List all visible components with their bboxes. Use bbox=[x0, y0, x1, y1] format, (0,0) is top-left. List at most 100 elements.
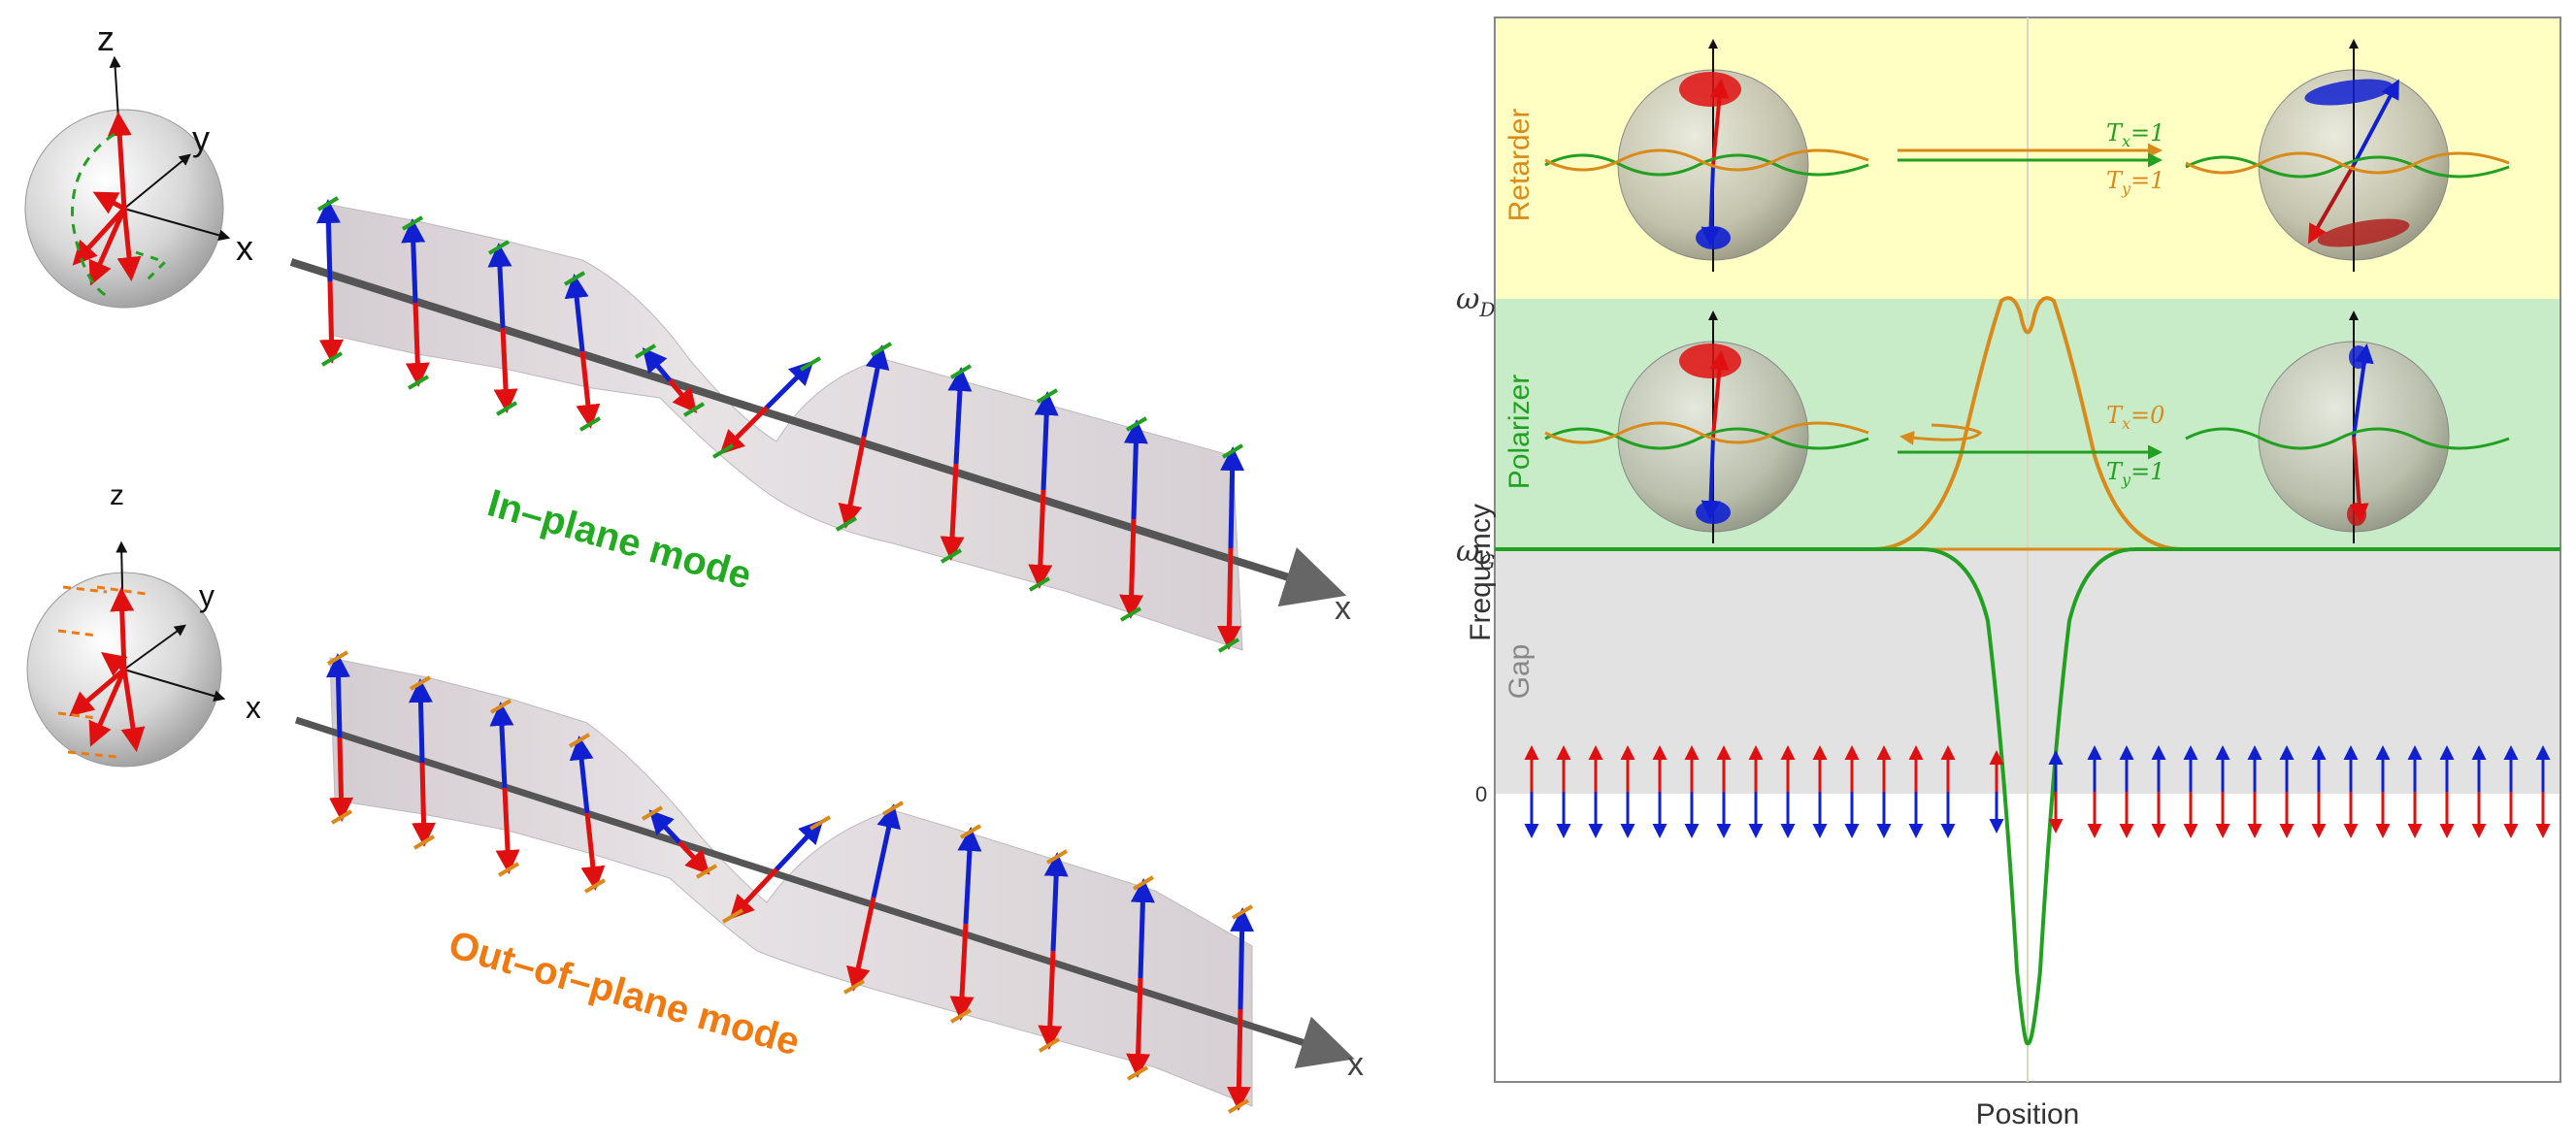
spin-arrow-red bbox=[329, 736, 354, 822]
edge-tick bbox=[563, 271, 586, 286]
edge-tick bbox=[489, 699, 512, 714]
edge-tick bbox=[1132, 875, 1155, 891]
in-plane-ribbon bbox=[289, 203, 1347, 651]
out-plane-y-label: y bbox=[199, 578, 215, 613]
spin-arrow-red bbox=[580, 812, 606, 891]
edge-tick bbox=[326, 650, 349, 666]
spin-arrow-red bbox=[1119, 518, 1144, 619]
out-of-plane-sphere bbox=[26, 540, 226, 768]
spin-arrow-blue bbox=[325, 653, 350, 738]
edge-tick bbox=[721, 908, 744, 924]
edge-tick bbox=[497, 862, 520, 877]
region-label-gap: Gap bbox=[1503, 644, 1536, 700]
spin-arrow-blue bbox=[947, 367, 973, 465]
in-plane-axis-x-label: x bbox=[1335, 590, 1351, 627]
edge-tick bbox=[1227, 1098, 1250, 1114]
polarizer-left-sphere bbox=[1544, 311, 1869, 543]
in-plane-mode-title: In–plane mode bbox=[483, 481, 756, 597]
orange-mode-curve bbox=[1495, 296, 2560, 551]
edge-tick bbox=[870, 342, 893, 357]
edge-tick bbox=[413, 834, 436, 850]
spin-arrow-blue bbox=[1220, 446, 1245, 549]
edge-tick bbox=[495, 401, 518, 416]
edge-tick bbox=[578, 416, 602, 432]
x-axis-label: Position bbox=[1976, 1098, 2080, 1130]
in-plane-z-label: z bbox=[97, 18, 115, 58]
in-plane-spin-arrows bbox=[316, 196, 1245, 653]
edge-tick bbox=[583, 878, 607, 894]
spin-arrow-blue bbox=[1130, 878, 1155, 979]
out-plane-x-label: x bbox=[246, 690, 261, 725]
edge-tick bbox=[1036, 388, 1059, 404]
edge-tick bbox=[682, 402, 706, 417]
edge-tick bbox=[568, 733, 591, 748]
edge-tick bbox=[1119, 606, 1142, 622]
edge-tick bbox=[330, 809, 353, 825]
spin-arrow-red bbox=[677, 840, 710, 875]
edge-tick bbox=[407, 375, 430, 390]
spin-arrow-blue bbox=[957, 827, 982, 925]
edge-tick bbox=[1038, 1037, 1061, 1053]
spin-arrow-red bbox=[495, 787, 520, 874]
spin-arrow-red bbox=[493, 327, 518, 413]
spin-arrow-red bbox=[1028, 489, 1053, 589]
spin-arrow-blue bbox=[648, 809, 681, 844]
spin-arrow-blue bbox=[871, 803, 901, 899]
tick-omega-d: ωD bbox=[1456, 282, 1496, 321]
spin-arrow-blue bbox=[316, 199, 341, 282]
edge-tick bbox=[1125, 416, 1148, 432]
spin-arrow-blue bbox=[1043, 852, 1069, 952]
region-label-polarizer: Polarizer bbox=[1503, 375, 1536, 489]
spin-arrow-blue bbox=[642, 347, 672, 382]
edge-tick bbox=[940, 548, 963, 564]
out-plane-z-label: z bbox=[110, 479, 124, 511]
spin-arrow-red bbox=[949, 923, 974, 1021]
spin-arrow-blue bbox=[487, 243, 512, 329]
spin-arrow-red bbox=[576, 350, 601, 429]
edge-tick bbox=[1217, 638, 1240, 653]
tick-zero: 0 bbox=[1475, 782, 1487, 806]
edge-tick bbox=[949, 1008, 973, 1024]
spin-arrow-blue bbox=[1034, 391, 1059, 491]
spin-arrow-red bbox=[838, 436, 867, 529]
edge-tick bbox=[799, 356, 822, 372]
edge-tick bbox=[881, 801, 905, 816]
spin-arrow-red bbox=[1216, 547, 1241, 650]
retarder-tx-label: Tx=1 bbox=[2106, 119, 2164, 150]
edge-tick bbox=[401, 215, 424, 231]
spin-arrow-red bbox=[719, 406, 769, 455]
spin-arrow-blue bbox=[564, 274, 589, 352]
polarizer-tx-label: Tx=0 bbox=[2106, 402, 2164, 433]
edge-tick bbox=[842, 979, 866, 995]
spin-arrow-blue bbox=[775, 819, 824, 871]
edge-tick bbox=[320, 351, 344, 367]
spin-arrow-red bbox=[846, 897, 876, 992]
retarder-left-sphere bbox=[1544, 39, 1869, 272]
edge-tick bbox=[316, 196, 340, 212]
spin-arrow-red bbox=[1126, 977, 1151, 1078]
edge-tick bbox=[409, 675, 432, 691]
in-plane-x-label: x bbox=[236, 228, 253, 268]
edge-tick bbox=[641, 805, 664, 821]
edge-tick bbox=[1221, 443, 1244, 459]
edge-tick bbox=[1126, 1065, 1149, 1081]
spin-arrow-red bbox=[1226, 1008, 1251, 1111]
region-label-retarder: Retarder bbox=[1503, 109, 1536, 222]
edge-tick bbox=[949, 364, 973, 379]
spin-arrow-red bbox=[412, 762, 437, 847]
edge-tick bbox=[1045, 849, 1069, 865]
out-of-plane-ribbon bbox=[294, 657, 1355, 1107]
out-plane-axis-x-label: x bbox=[1347, 1046, 1364, 1083]
spin-arrow-blue bbox=[569, 736, 594, 814]
retarder-right-sphere bbox=[2185, 39, 2510, 272]
spin-arrow-blue bbox=[408, 678, 433, 764]
edge-tick bbox=[809, 815, 832, 831]
spin-arrow-blue bbox=[401, 218, 426, 304]
spin-arrow-red bbox=[729, 867, 778, 920]
edge-tick bbox=[634, 344, 657, 359]
out-plane-spin-arrows bbox=[325, 650, 1255, 1114]
polarizer-tx-reflection bbox=[1899, 423, 1983, 445]
spin-chain bbox=[1524, 745, 2551, 838]
in-plane-sphere bbox=[24, 55, 231, 309]
